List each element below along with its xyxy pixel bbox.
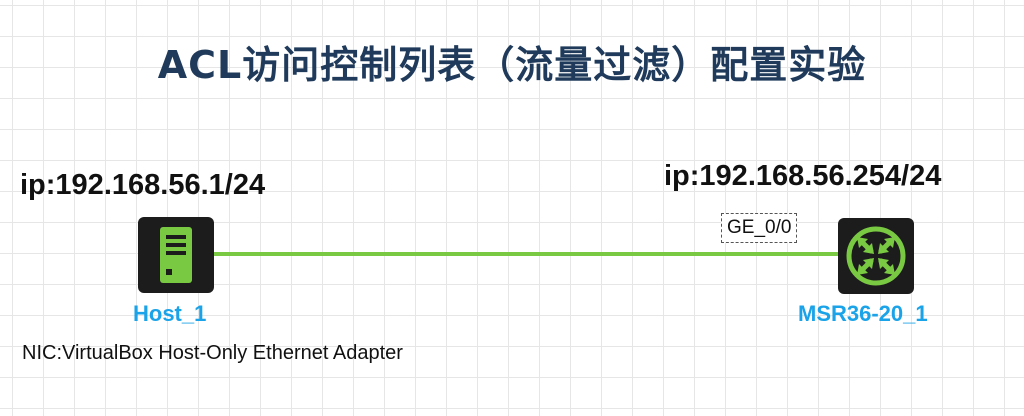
host-device[interactable] bbox=[138, 217, 214, 293]
router-icon bbox=[846, 226, 906, 286]
host-ip-label: ip:192.168.56.1/24 bbox=[20, 169, 266, 201]
router-device[interactable] bbox=[838, 218, 914, 294]
nic-label: NIC:VirtualBox Host-Only Ethernet Adapte… bbox=[22, 342, 403, 364]
router-name-label: MSR36-20_1 bbox=[798, 301, 928, 326]
router-ip-label: ip:192.168.56.254/24 bbox=[664, 160, 942, 192]
port-label[interactable]: GE_0/0 bbox=[721, 213, 798, 243]
network-link[interactable] bbox=[210, 252, 842, 256]
host-name-label: Host_1 bbox=[133, 301, 207, 326]
server-icon bbox=[160, 227, 192, 283]
diagram-title: ACL访问控制列表（流量过滤）配置实验 bbox=[157, 43, 867, 87]
